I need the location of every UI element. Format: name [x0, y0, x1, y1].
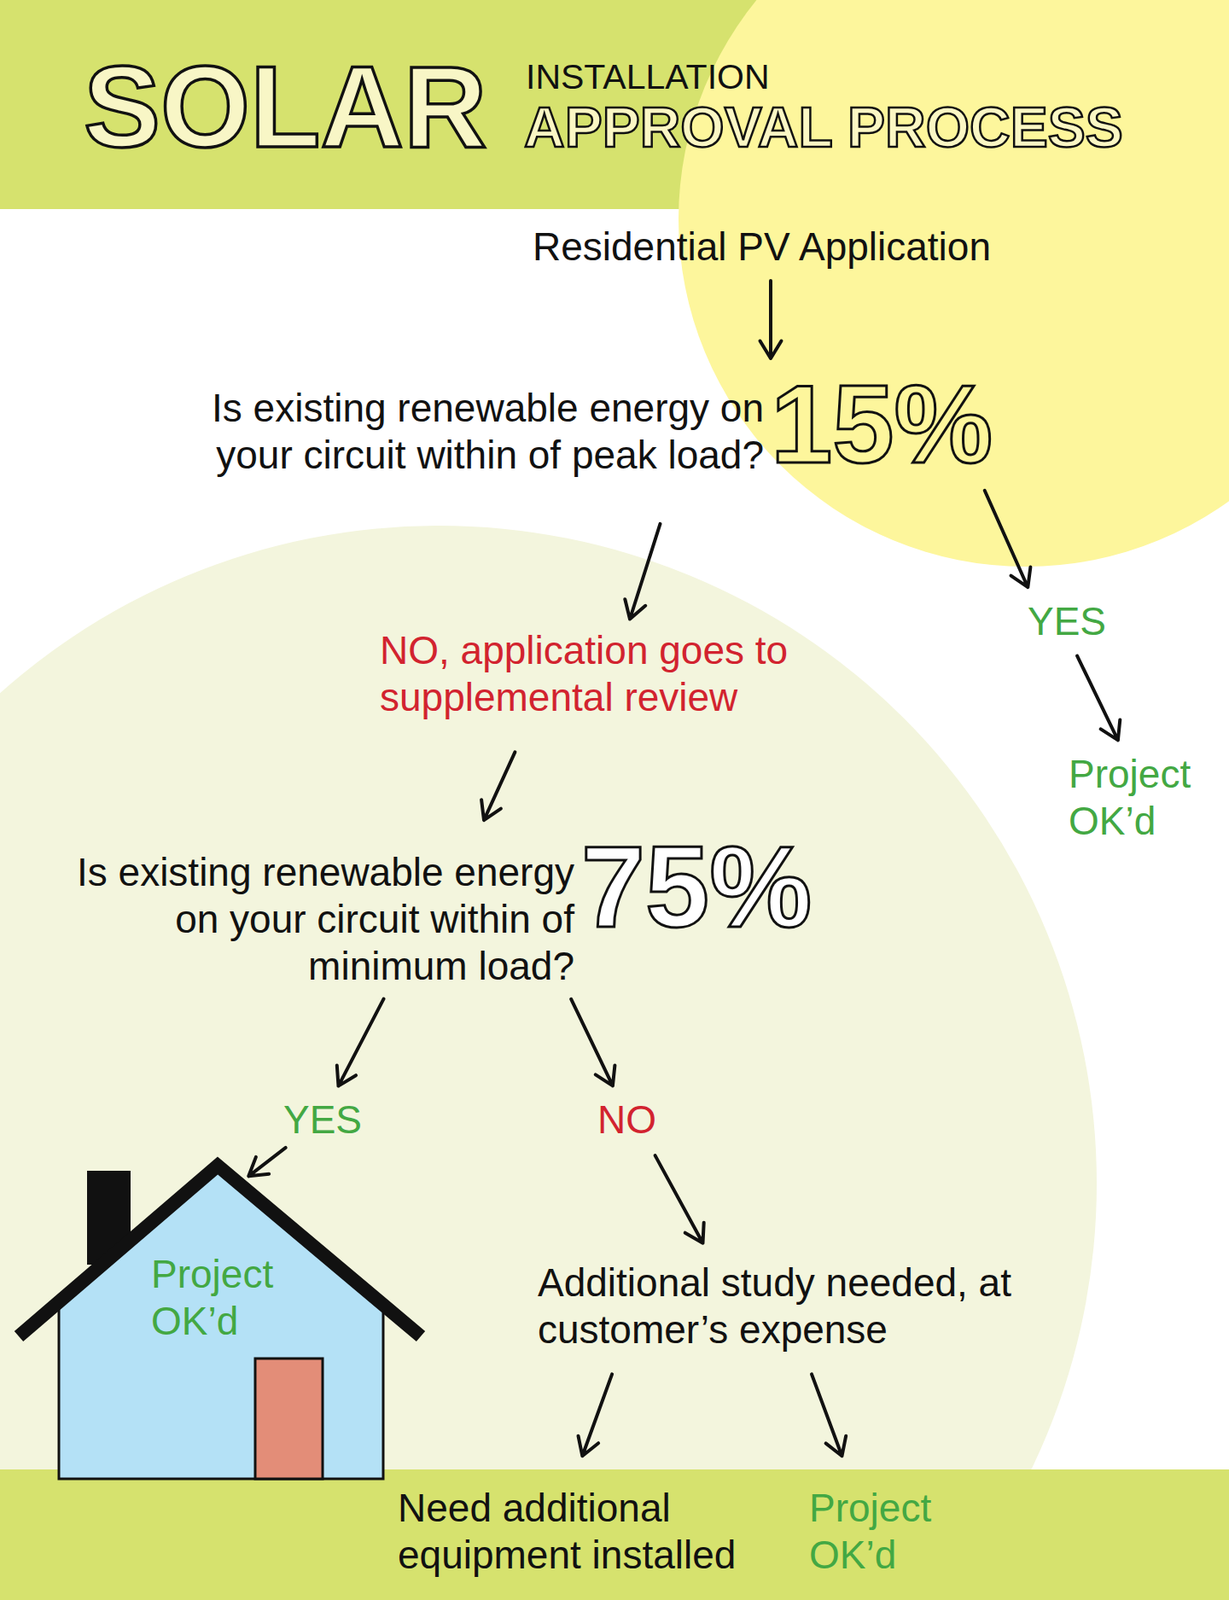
- decision-step: Is existing renewable energy on your cir…: [53, 829, 812, 991]
- flow-arrow: [1077, 656, 1120, 741]
- step-text: YES: [283, 1096, 362, 1144]
- decision-step: Is existing renewable energy on your cir…: [183, 368, 993, 480]
- title-text: APPROVAL PROCESS: [524, 99, 1124, 156]
- subtitle-text: INSTALLATION: [525, 59, 770, 95]
- door: [255, 1358, 323, 1480]
- flow-arrow: [624, 524, 660, 620]
- flow-arrow: [570, 999, 615, 1087]
- no-answer: NO, application goes to supplemental rev…: [379, 627, 790, 722]
- step-text: Project OK’d: [151, 1251, 305, 1346]
- house-outcome: Project OK’d: [12, 1160, 432, 1480]
- percent-figure: 15%: [770, 368, 993, 480]
- flow-arrow: [811, 1374, 846, 1457]
- pale-green-circle: [0, 525, 1097, 1600]
- start-step: Residential PV Application: [532, 223, 991, 271]
- flow-arrow: [655, 1155, 705, 1244]
- bottom-band: [0, 1469, 1229, 1600]
- step-text: NO, application goes to supplemental rev…: [379, 627, 790, 722]
- step-text: Residential PV Application: [532, 223, 991, 271]
- no-answer: NO: [597, 1096, 657, 1144]
- approval-outcome: Project OK’d: [1068, 751, 1218, 845]
- step-text: Project OK’d: [809, 1485, 963, 1579]
- step-text: NO: [597, 1096, 657, 1144]
- step-text: Additional study needed, at customer’s e…: [537, 1259, 1050, 1354]
- flow-arrow: [984, 490, 1031, 588]
- flow-arrow: [578, 1374, 613, 1457]
- step-text: Is existing renewable energy on your cir…: [53, 829, 575, 991]
- step-text: YES: [1027, 598, 1107, 646]
- step-text: Is existing renewable energy on your cir…: [183, 368, 764, 479]
- flow-arrow: [760, 280, 782, 359]
- house-wall: [58, 1165, 384, 1480]
- flow-arrow: [248, 1147, 286, 1177]
- yes-answer: YES: [1027, 598, 1107, 646]
- equipment-outcome: Need additional equipment installed: [397, 1485, 765, 1579]
- approval-outcome: Project OK’d: [809, 1485, 963, 1579]
- percent-figure: 75%: [581, 829, 812, 945]
- step-text: Project OK’d: [1068, 751, 1218, 845]
- title-text: SOLAR: [83, 49, 488, 165]
- study-step: Additional study needed, at customer’s e…: [537, 1259, 1050, 1354]
- flow-arrow: [481, 751, 515, 821]
- yes-answer: YES: [283, 1096, 362, 1144]
- step-text: Need additional equipment installed: [397, 1485, 765, 1579]
- flow-arrow: [337, 999, 385, 1087]
